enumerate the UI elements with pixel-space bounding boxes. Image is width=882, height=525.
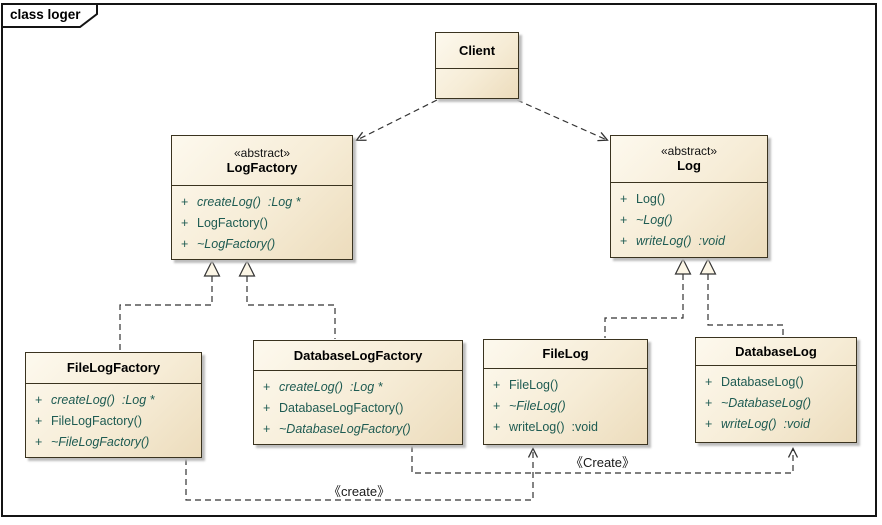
member-row: +writeLog() :void [705, 417, 810, 431]
class-stereotype: «abstract» [233, 145, 291, 160]
member-row: +writeLog() :void [493, 420, 598, 434]
class-members: +DatabaseLog() +~DatabaseLog() +writeLog… [696, 366, 856, 435]
member-row: +LogFactory() [181, 216, 268, 230]
class-box-filelogfactory[interactable]: FileLogFactory +createLog() :Log * +File… [25, 352, 202, 458]
member-row: +~DatabaseLogFactory() [263, 422, 411, 436]
class-members: +FileLog() +~FileLog() +writeLog() :void [484, 369, 647, 438]
class-members: +Log() +~Log() +writeLog() :void [611, 183, 767, 252]
member-row: +Log() [620, 192, 666, 206]
member-row: +writeLog() :void [620, 234, 725, 248]
class-name: FileLogFactory [66, 360, 161, 375]
class-name: DatabaseLogFactory [293, 347, 423, 363]
class-members [436, 69, 518, 75]
member-row: +createLog() :Log * [263, 380, 383, 394]
create-label-upper: 《Create》 [570, 455, 636, 470]
member-row: +FileLogFactory() [35, 414, 142, 428]
class-stereotype: «abstract» [660, 144, 718, 158]
member-row: +~FileLogFactory() [35, 435, 150, 449]
member-row: +~FileLog() [493, 399, 566, 413]
member-row: +DatabaseLog() [705, 375, 804, 389]
class-box-databaselogfactory[interactable]: DatabaseLogFactory +createLog() :Log * +… [253, 340, 463, 445]
create-label-lower: 《create》 [328, 484, 391, 499]
member-row: +~DatabaseLog() [705, 396, 811, 410]
diagram-frame-label: class loger [10, 7, 81, 22]
class-members: +createLog() :Log * +FileLogFactory() +~… [26, 384, 201, 453]
class-box-client[interactable]: Client [435, 32, 519, 99]
class-box-logfactory[interactable]: «abstract» LogFactory +createLog() :Log … [171, 135, 353, 260]
member-row: +createLog() :Log * [181, 195, 301, 209]
class-name: Log [677, 158, 701, 173]
member-row: +FileLog() [493, 378, 559, 392]
class-members: +createLog() :Log * +LogFactory() +~LogF… [172, 186, 352, 255]
class-box-log[interactable]: «abstract» Log +Log() +~Log() +writeLog(… [610, 135, 768, 258]
class-box-filelog[interactable]: FileLog +FileLog() +~FileLog() +writeLog… [483, 339, 648, 445]
class-name: DatabaseLog [735, 343, 817, 359]
diagram-frame-border [1, 3, 877, 517]
class-name: FileLog [542, 346, 589, 361]
class-name: LogFactory [226, 159, 298, 175]
member-row: +createLog() :Log * [35, 393, 155, 407]
member-row: +DatabaseLogFactory() [263, 401, 404, 415]
class-name: Client [458, 42, 496, 58]
class-box-databaselog[interactable]: DatabaseLog +DatabaseLog() +~DatabaseLog… [695, 337, 857, 443]
member-row: +~LogFactory() [181, 237, 276, 251]
class-members: +createLog() :Log * +DatabaseLogFactory(… [254, 371, 462, 440]
member-row: +~Log() [620, 213, 673, 227]
